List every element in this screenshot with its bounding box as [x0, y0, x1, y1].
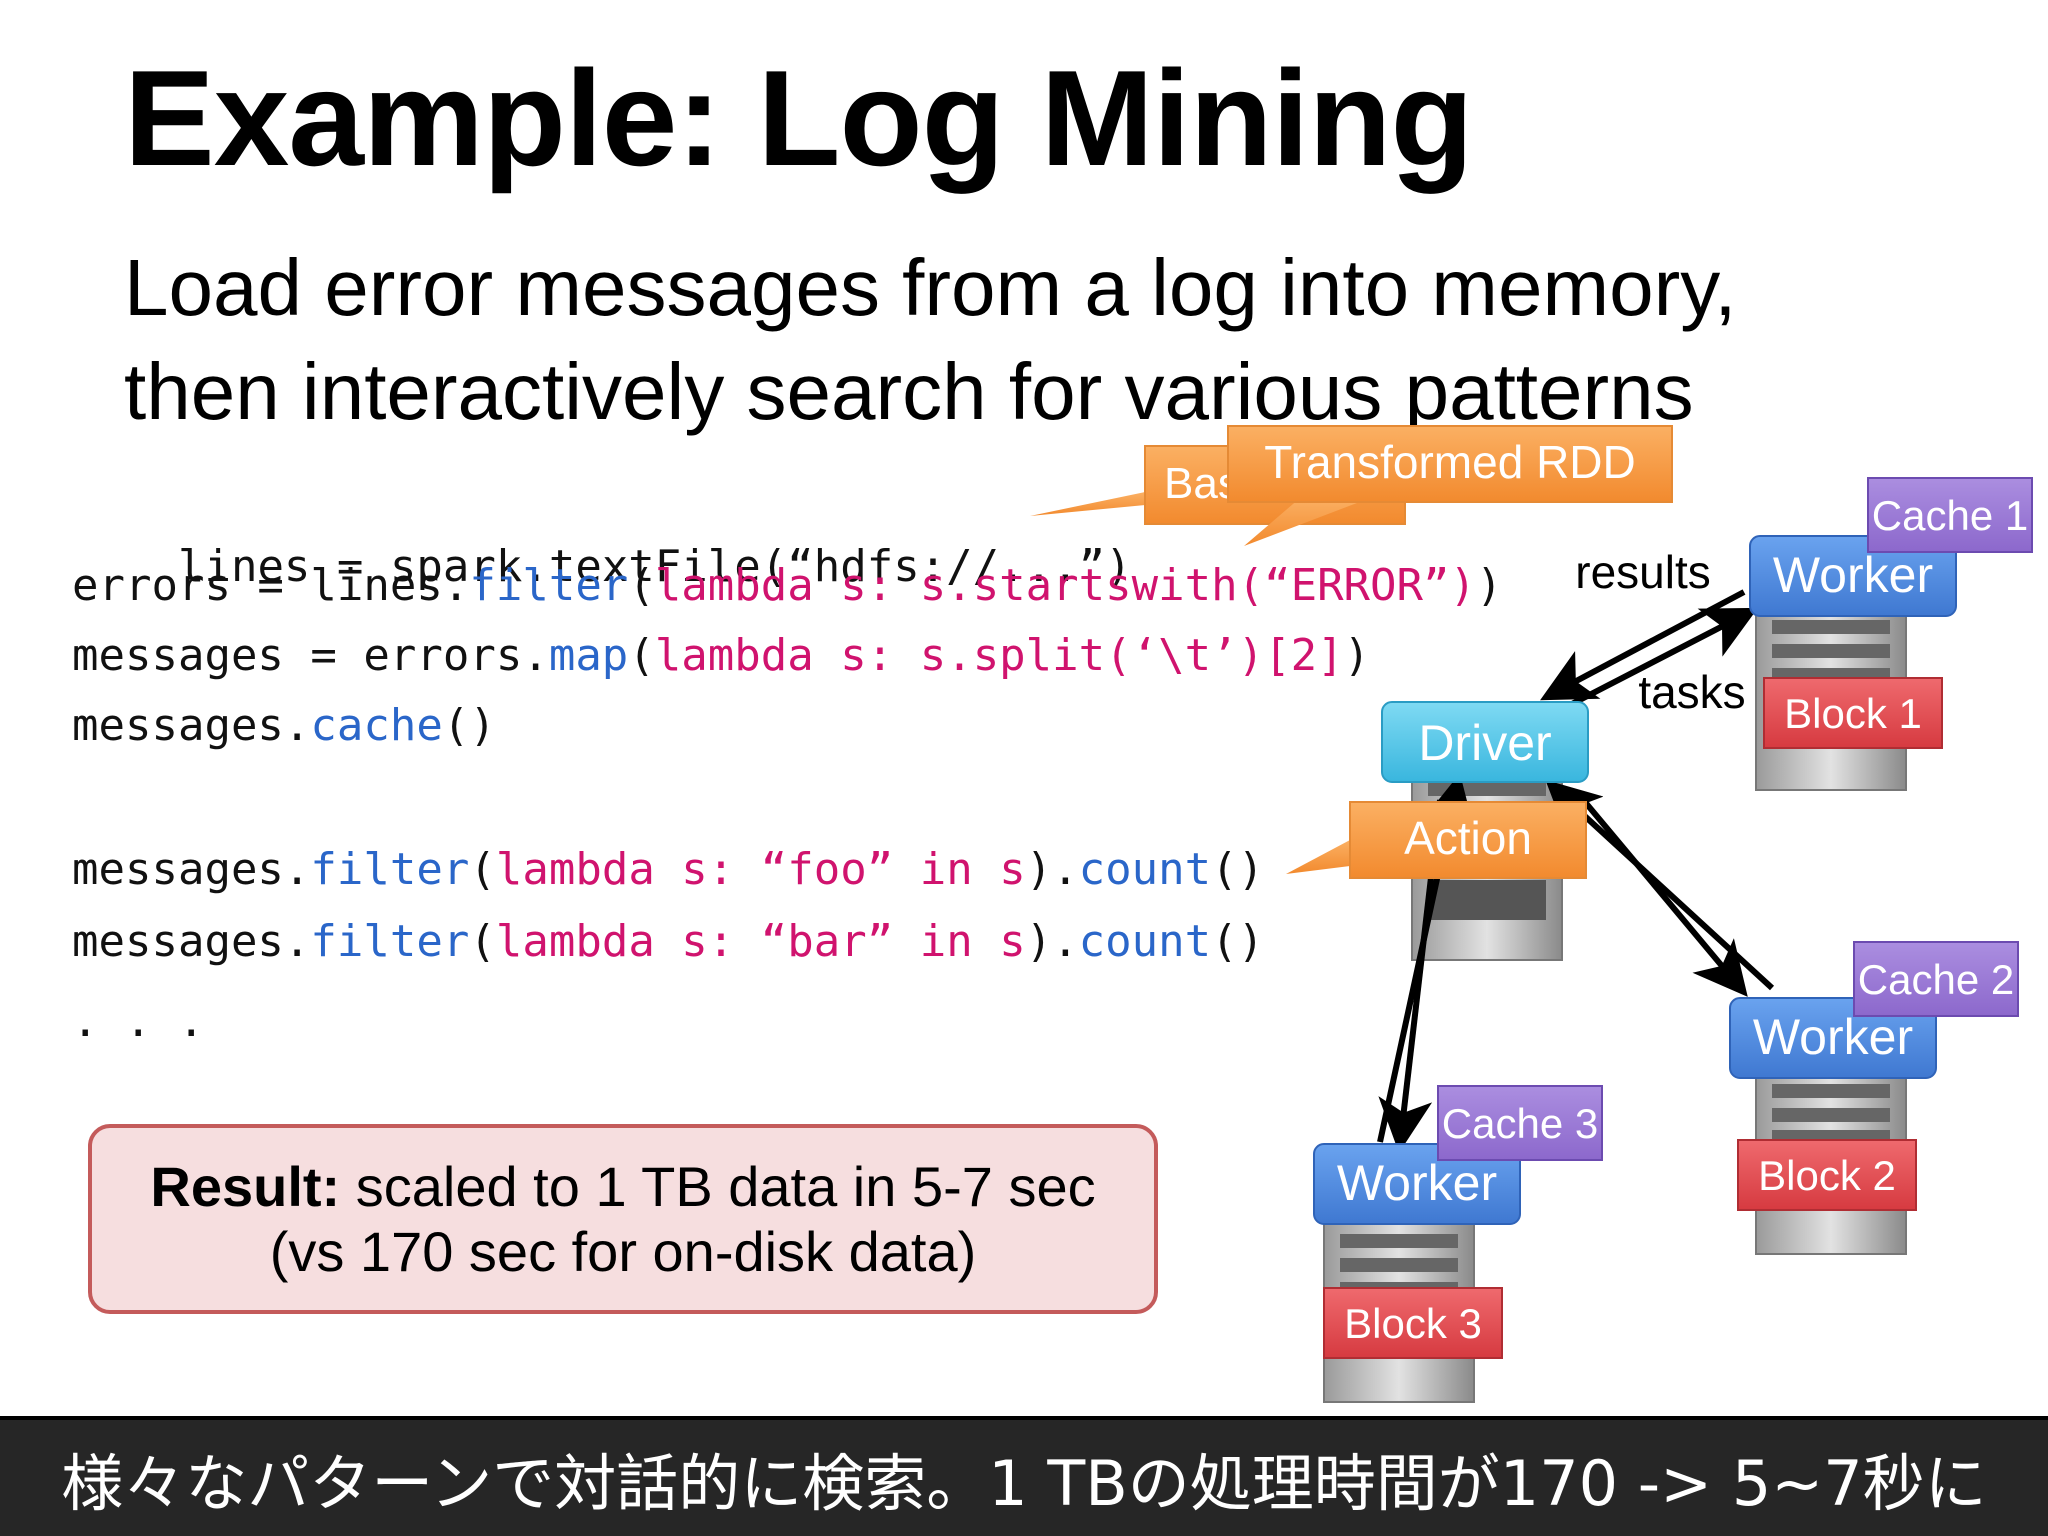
code-text: ).	[1025, 844, 1079, 895]
callout-transformed-rdd: Transformed RDD	[1227, 425, 1673, 546]
arrow-tasks	[1566, 607, 1758, 709]
worker-node-3: Worker	[1313, 1143, 1521, 1225]
code-text: ()	[442, 700, 496, 751]
result-box: Result: scaled to 1 TB data in 5-7 sec (…	[88, 1124, 1158, 1314]
block-1: Block 1	[1763, 677, 1943, 749]
callout-transformed-rdd-text: Transformed RDD	[1264, 436, 1635, 488]
code-text: messages.	[72, 700, 311, 751]
results-label: results	[1575, 546, 1710, 598]
slide-title: Example: Log Mining	[124, 42, 1474, 194]
arrow-from-worker2	[1545, 779, 1775, 991]
code-line-7: . . .	[72, 996, 204, 1047]
worker-node-1: Worker	[1749, 535, 1957, 617]
code-keyword: map	[548, 630, 629, 681]
code-text: (	[469, 916, 496, 967]
subtitle-caption: 様々なパターンで対話的に検索。1 TBの処理時間が170 -> 5~7秒に	[0, 1416, 2048, 1536]
result-line-2: (vs 170 sec for on-disk data)	[269, 1220, 977, 1283]
code-lambda: lambda s: s.split(‘\t’)[2]	[654, 630, 1344, 681]
code-text: (	[628, 560, 655, 611]
result-line-1: Result: scaled to 1 TB data in 5-7 sec	[92, 1154, 1154, 1219]
callout-action-text: Action	[1404, 812, 1532, 864]
code-keyword: filter	[469, 560, 629, 611]
code-text: errors = lines.	[72, 560, 470, 611]
code-keyword: cache	[310, 700, 443, 751]
code-line-1: lines = spark.textFile(“hdfs://...”)	[72, 490, 1132, 643]
cache-3: Cache 3	[1437, 1085, 1603, 1161]
code-text: ()	[1211, 844, 1265, 895]
block-3-label: Block 3	[1344, 1300, 1482, 1347]
code-text: messages.	[72, 844, 311, 895]
code-text: ()	[1211, 916, 1265, 967]
cluster-diagram: results tasks Bas Transformed RDD Action…	[1030, 425, 2033, 1403]
block-3: Block 3	[1323, 1287, 1503, 1359]
code-keyword: filter	[310, 844, 470, 895]
result-text: scaled to 1 TB data in 5-7 sec	[340, 1155, 1096, 1218]
tasks-label: tasks	[1638, 666, 1745, 718]
cache-1-label: Cache 1	[1872, 492, 2028, 539]
code-ellipsis: . . .	[72, 996, 205, 1047]
cache-2: Cache 2	[1853, 941, 2019, 1017]
code-line-2: errors = lines.filter(lambda s: s.starts…	[72, 560, 1503, 611]
code-text: (	[469, 844, 496, 895]
cache-1: Cache 1	[1867, 477, 2033, 553]
code-text: ).	[1025, 916, 1079, 967]
arrow-to-worker2	[1577, 794, 1748, 997]
code-text: (	[628, 630, 655, 681]
code-text: lines = spark.textFile(“hdfs://...”)	[177, 541, 1132, 592]
slide-subtitle: Load error messages from a log into memo…	[124, 236, 1984, 444]
code-keyword: count	[1078, 844, 1212, 895]
code-keyword: filter	[310, 916, 470, 967]
code-lambda: lambda s: “bar” in s	[495, 916, 1026, 967]
code-block: lines = spark.textFile(“hdfs://...”) err…	[72, 490, 1503, 1047]
code-keyword: count	[1078, 916, 1212, 967]
code-text: messages = errors.	[72, 630, 549, 681]
cache-3-label: Cache 3	[1442, 1100, 1598, 1147]
block-1-label: Block 1	[1784, 690, 1922, 737]
code-line-4: messages.cache()	[72, 700, 496, 751]
driver-label: Driver	[1418, 715, 1551, 771]
code-lambda: lambda s: “foo” in s	[495, 844, 1026, 895]
code-line-3: messages = errors.map(lambda s: s.split(…	[72, 630, 1370, 681]
code-lambda: lambda s: s.startswith(“ERROR”)	[654, 560, 1477, 611]
code-text: )	[1343, 630, 1371, 681]
subtitle-line-2: then interactively search for various pa…	[124, 347, 1694, 436]
worker-label: Worker	[1337, 1155, 1497, 1211]
callout-action: Action	[1286, 801, 1587, 879]
subtitle-line-1: Load error messages from a log into memo…	[124, 243, 1737, 332]
worker-node-2: Worker	[1729, 997, 1937, 1079]
result-label: Result:	[150, 1155, 341, 1218]
block-2-label: Block 2	[1758, 1152, 1896, 1199]
code-text: )	[1476, 560, 1503, 611]
driver-node: Driver	[1381, 701, 1589, 783]
worker-label: Worker	[1753, 1009, 1913, 1065]
cache-2-label: Cache 2	[1858, 956, 2014, 1003]
worker-label: Worker	[1773, 547, 1933, 603]
code-line-6: messages.filter(lambda s: “bar” in s).co…	[72, 916, 1264, 967]
block-2: Block 2	[1737, 1139, 1917, 1211]
code-text: messages.	[72, 916, 311, 967]
code-line-5: messages.filter(lambda s: “foo” in s).co…	[72, 844, 1264, 895]
